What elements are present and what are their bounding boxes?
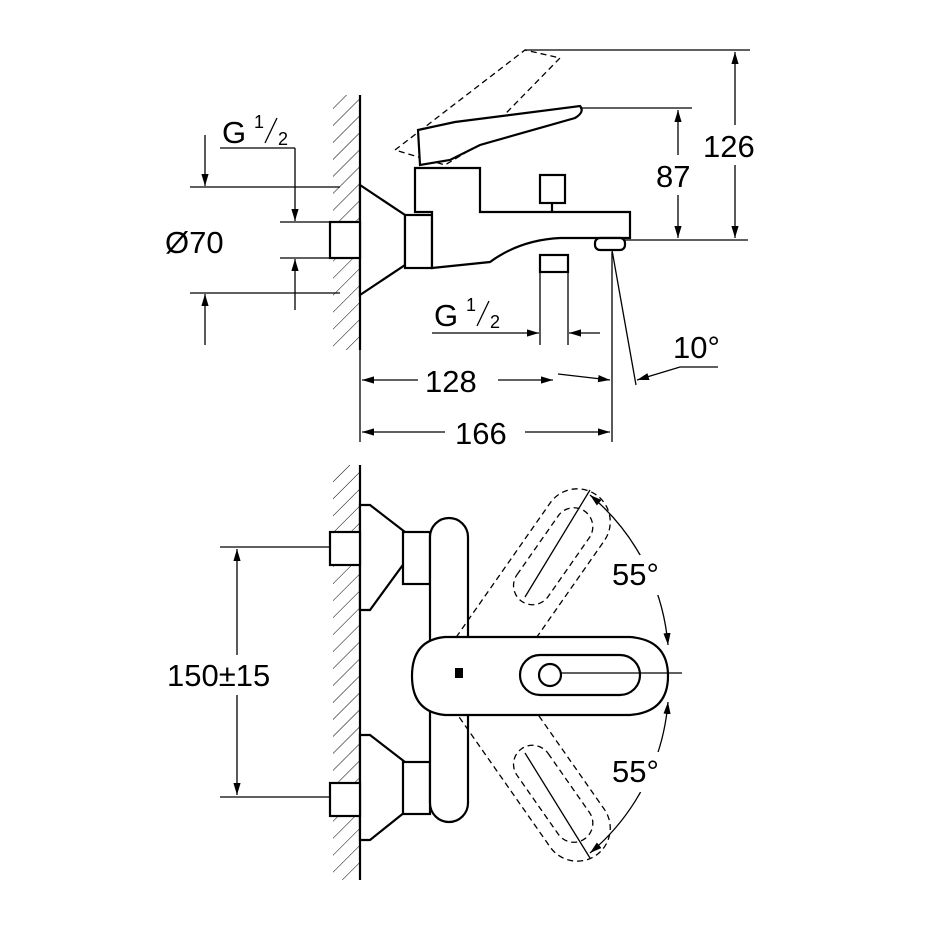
thread-sub: 2 [278,129,288,149]
lever-rotated-down-inner [512,744,594,843]
fraction-slash [264,117,278,144]
hot-cold-marker [455,668,463,678]
length-outlet-label: 128 [425,364,477,399]
thread-top-label: G 1 2 [222,112,288,150]
hex-nut-lower [401,760,432,816]
connector-nut [328,220,362,260]
escutcheon-lower [358,733,407,842]
hex-nut-upper [401,530,432,586]
fraction-slash [476,300,490,327]
angle-line-down [524,752,591,859]
lever-indicator [537,662,563,688]
thread-main: G [222,115,246,150]
escutcheon [358,182,407,298]
leader-line [636,366,718,381]
angle-down-label: 55° [612,754,659,789]
lever [416,104,583,167]
shower-outlet [538,253,570,274]
thread-bottom-label: G 1 2 [434,295,500,333]
lever-rotated-up-inner [512,507,594,606]
length-spout-label: 166 [455,416,507,451]
angle-line-up [524,489,591,598]
angle-line [611,249,637,386]
angle-label: 10° [673,330,720,365]
side-view: 87 126 Ø70 G 1 2 G 1 2 [165,49,765,451]
wall-hatching [333,465,360,880]
connector-nut-upper [328,530,362,567]
dim-arrow [557,373,611,383]
diverter-knob [538,173,567,205]
diameter-label: Ø70 [165,225,224,260]
center-distance-label: 150±15 [167,658,270,693]
thread-sup: 1 [254,112,264,132]
lever-raised-outline [393,49,562,166]
angle-up-label: 55° [612,557,659,592]
escutcheon-upper [358,503,407,612]
connector-nut-lower [328,781,362,818]
height-total-label: 126 [703,129,755,164]
thread-sub: 2 [490,312,500,332]
faucet-body [413,166,632,270]
top-view: 55° 55° 150±15 [165,465,682,880]
aerator [593,236,627,252]
thread-sup: 1 [466,295,476,315]
hex-nut [403,213,434,270]
height-lever-label: 87 [656,159,690,194]
thread-main: G [434,298,458,333]
